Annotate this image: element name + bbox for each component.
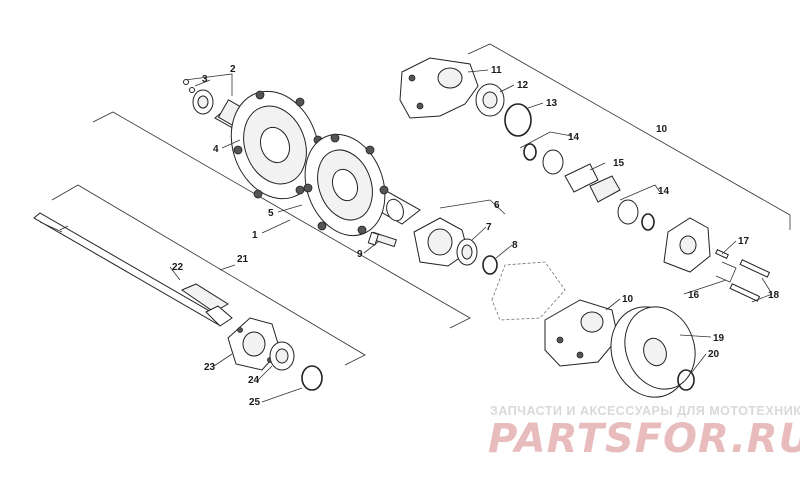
piston-upper: [542, 149, 564, 175]
piston-seal-lower: [641, 213, 655, 231]
caliper-piston: [475, 83, 505, 117]
callout-19: 19: [713, 333, 725, 344]
group-bracket-10: [467, 43, 791, 230]
callout-17: 17: [738, 236, 750, 247]
callout-12: 12: [517, 80, 529, 91]
retaining-ring: [482, 255, 498, 275]
leader-lines: [169, 69, 773, 403]
group-bracket-21: [51, 184, 366, 366]
callout-4: 4: [213, 144, 219, 155]
bearing-retaining-ring: [301, 365, 323, 391]
caliper-housing-outer: [663, 217, 711, 273]
piston-lower: [617, 199, 639, 225]
brake-pads: [564, 163, 621, 203]
group-bracket-1: [92, 111, 471, 329]
callout-25: 25: [249, 397, 261, 408]
callout-16: 16: [688, 290, 700, 301]
watermark-caption: ЗАПЧАСТИ И АКСЕССУАРЫ ДЛЯ МОТОТЕХНИКИ: [490, 404, 800, 418]
small-bolts: [183, 79, 195, 93]
callout-2: 2: [230, 64, 236, 75]
callout-20: 20: [708, 349, 720, 360]
callout-10-lower: 10: [622, 294, 634, 305]
chaincase-gasket-outline: [491, 261, 566, 321]
callout-6: 6: [494, 200, 500, 211]
seal: [456, 238, 478, 266]
callout-14-lower: 14: [658, 186, 670, 197]
callout-18: 18: [768, 290, 780, 301]
piston-seal-large: [504, 103, 532, 137]
callout-13: 13: [546, 98, 558, 109]
callout-10-upper: 10: [656, 124, 668, 135]
bearing-flange-plate: [413, 217, 469, 267]
callout-15: 15: [613, 158, 625, 169]
callout-9: 9: [357, 249, 363, 260]
group-bracket-2: [184, 73, 233, 96]
callout-23: 23: [204, 362, 216, 373]
bearing-cap: [192, 89, 214, 115]
disc-retaining-ring: [677, 369, 695, 391]
callout-11: 11: [491, 65, 502, 76]
bolt: [367, 231, 397, 248]
callout-24: 24: [248, 375, 260, 386]
brake-caliper-upper: [399, 57, 479, 119]
callout-8: 8: [512, 240, 518, 251]
sprocket-teeth-right: [303, 133, 389, 235]
piston-seal-upper: [523, 143, 537, 161]
bearing: [269, 341, 295, 371]
callout-21: 21: [237, 254, 249, 265]
drive-sprocket-assembly: [214, 90, 421, 237]
callout-22: 22: [172, 262, 184, 273]
brake-caliper-lower: [544, 299, 619, 367]
group-bracket-6: [439, 199, 506, 215]
pad-spring: [715, 261, 737, 283]
callout-1: 1: [252, 230, 258, 241]
drive-shaft: [33, 212, 233, 327]
callout-3: 3: [202, 74, 208, 85]
watermark-brand: PARTSFOR.RU: [488, 416, 800, 462]
brake-disc: [610, 306, 696, 398]
callout-7: 7: [486, 222, 492, 233]
group-bracket-14: [519, 131, 661, 201]
callout-5: 5: [268, 208, 274, 219]
callout-14-upper: 14: [568, 132, 580, 143]
callout-labels: 1 2 3 4 5 6 7 8 9 10 10 11 12 13 14 14 1…: [172, 64, 780, 408]
caliper-bolts: [729, 259, 771, 302]
